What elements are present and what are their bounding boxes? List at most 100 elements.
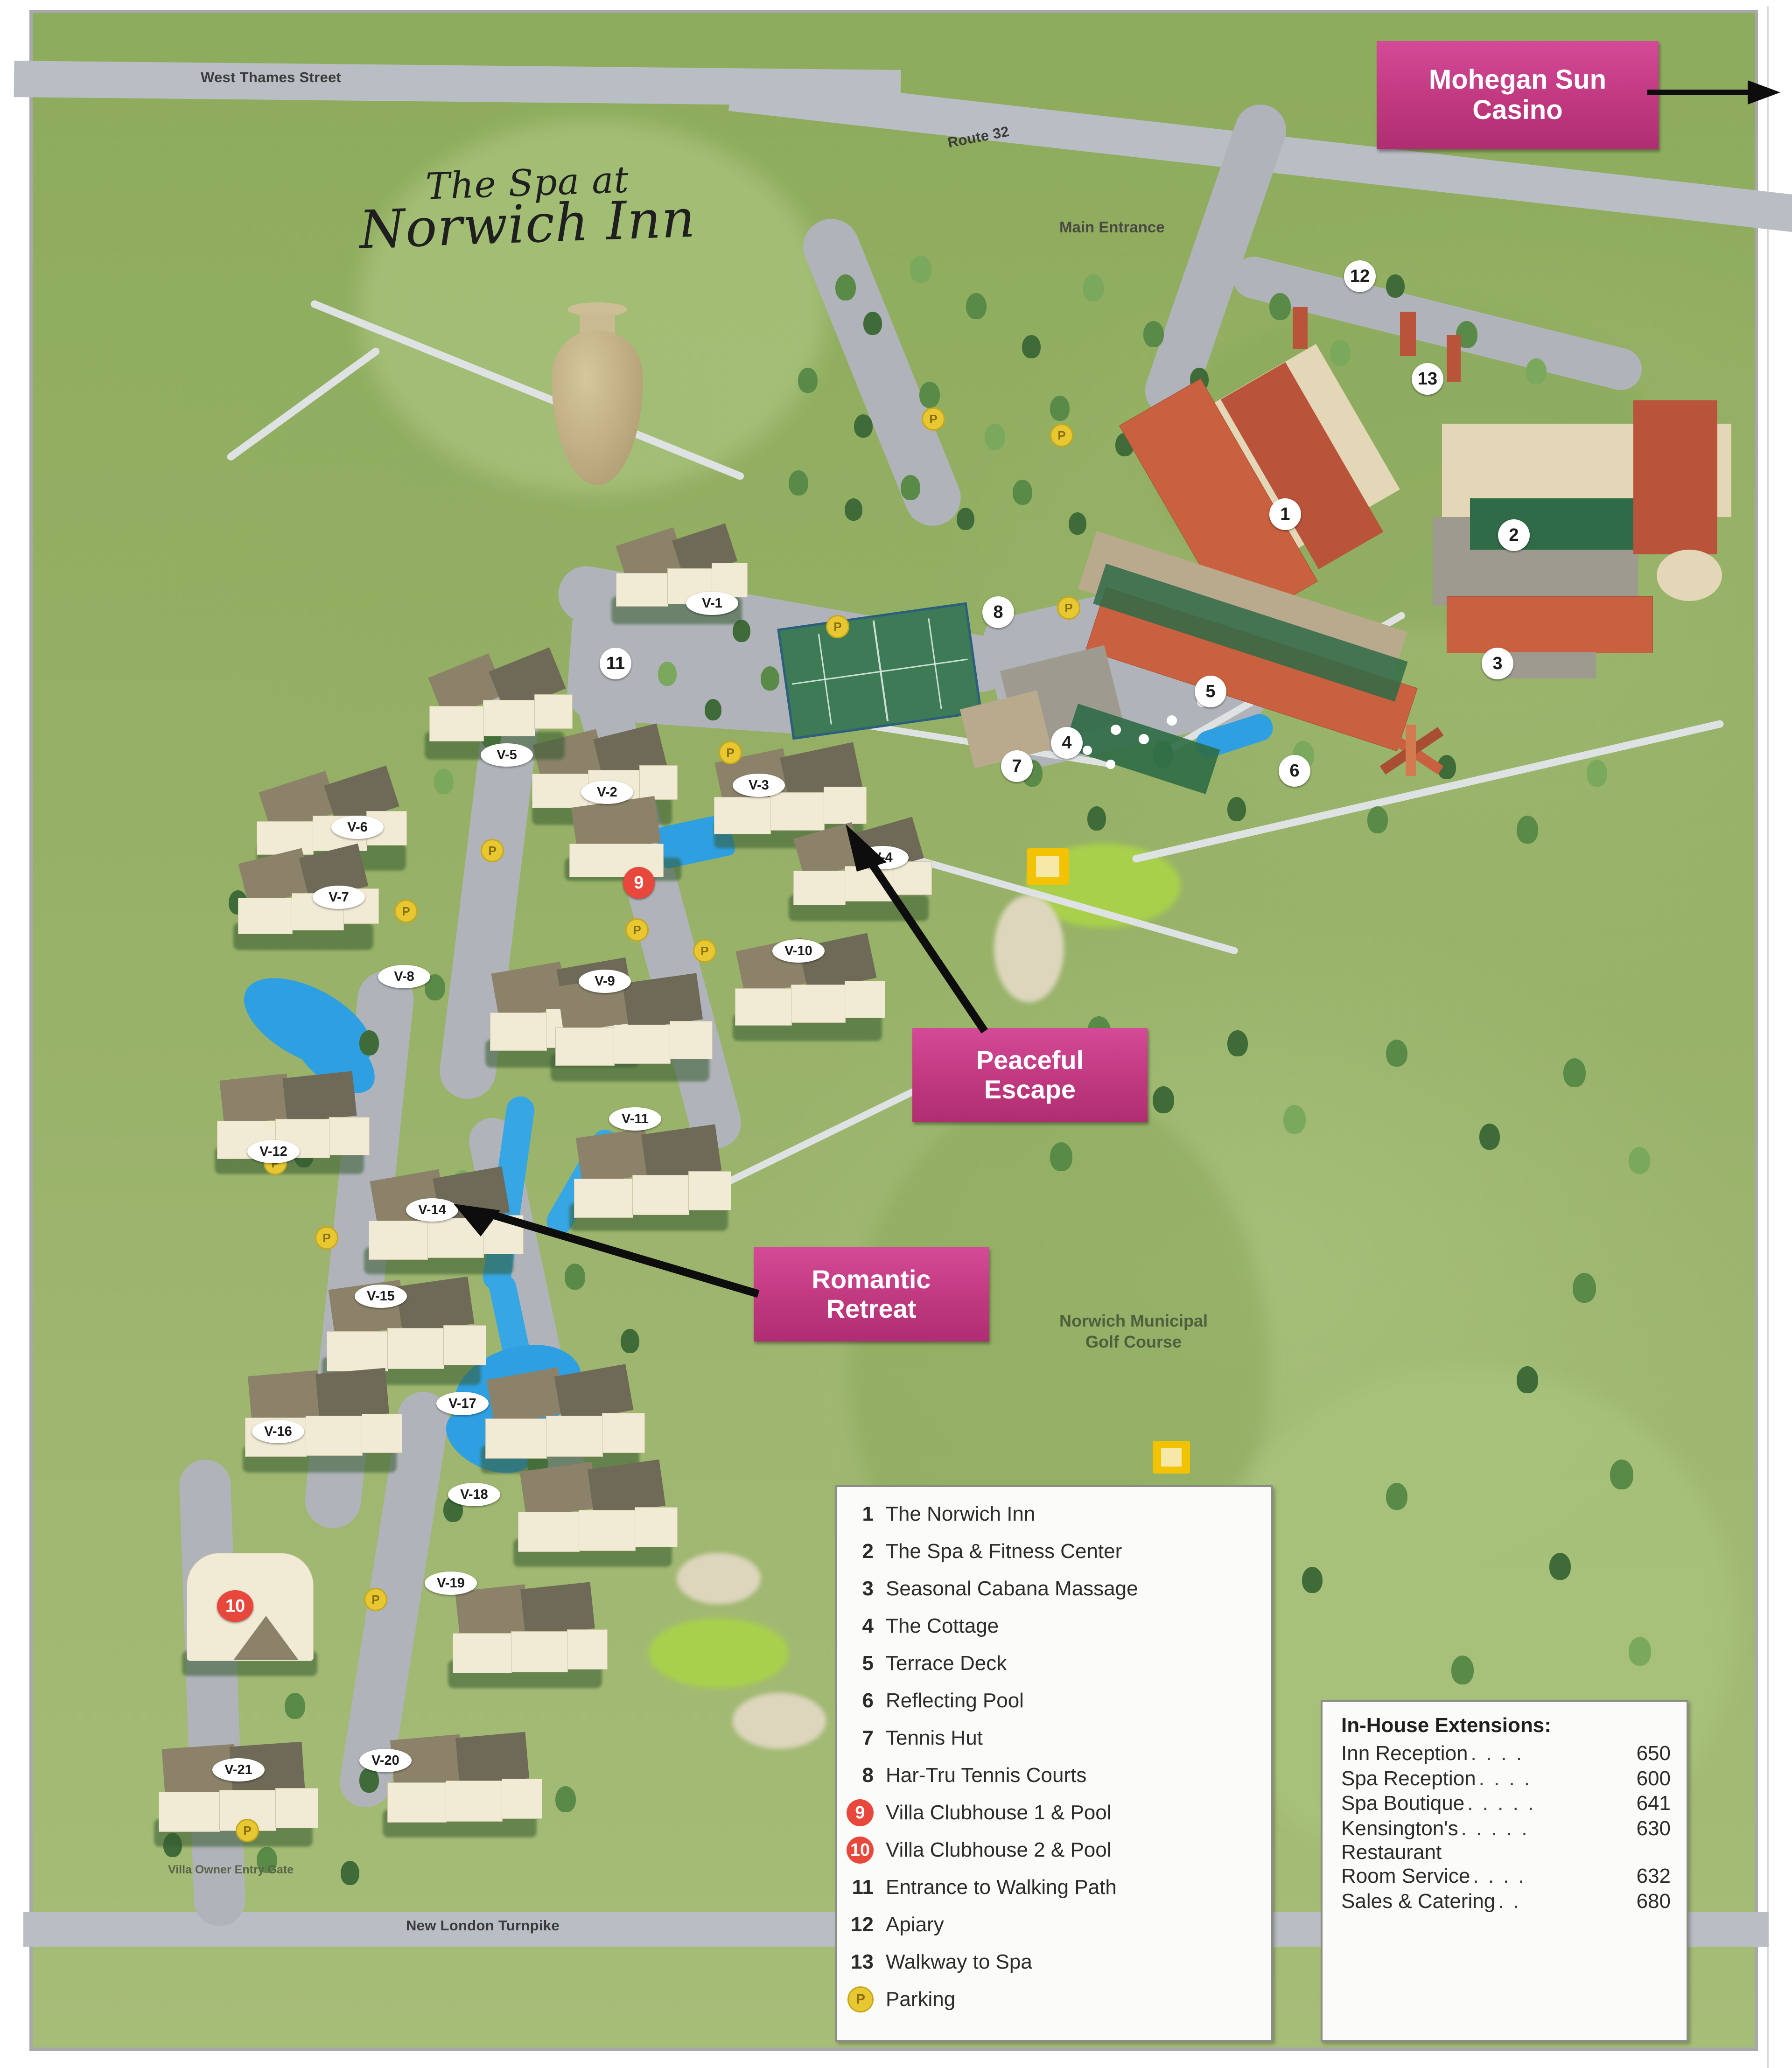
villa-label-v-21[interactable]: V-21 <box>212 1758 265 1782</box>
villa-label-v-12[interactable]: V-12 <box>247 1140 300 1163</box>
callout-peaceful-escape[interactable]: Peaceful Escape <box>912 1028 1148 1122</box>
parking-marker[interactable]: P <box>826 615 849 638</box>
villa-label-v-2[interactable]: V-2 <box>581 781 633 804</box>
extension-row: Spa Boutique. . . . .641 <box>1341 1791 1671 1816</box>
legend-label: Reflecting Pool <box>886 1689 1024 1712</box>
marker-6[interactable]: 6 <box>1279 755 1310 787</box>
parking-marker[interactable]: P <box>922 407 945 431</box>
marker-3[interactable]: 3 <box>1482 648 1513 679</box>
tree-icon <box>658 662 677 686</box>
marker-12[interactable]: 12 <box>1344 260 1376 292</box>
romantic-retreat-line-1: Romantic <box>812 1265 931 1294</box>
casino-line-1: Mohegan Sun <box>1428 64 1607 95</box>
sand-bunker <box>994 895 1064 1002</box>
casino-line-2: Casino <box>1472 95 1563 125</box>
label-new-london-turnpike: New London Turnpike <box>406 1917 560 1934</box>
tree-icon <box>901 475 920 500</box>
callout-mohegan-sun-casino[interactable]: Mohegan Sun Casino <box>1377 41 1659 149</box>
parking-marker[interactable]: P <box>315 1226 338 1250</box>
villa-label-v-8[interactable]: V-8 <box>378 965 430 988</box>
parking-marker[interactable]: P <box>1050 424 1073 447</box>
extension-number: 641 <box>1636 1792 1671 1815</box>
villa-label-v-15[interactable]: V-15 <box>355 1285 407 1308</box>
villa-label-v-14[interactable]: V-14 <box>406 1198 458 1222</box>
extension-row: Room Service. . . .632 <box>1341 1864 1671 1889</box>
parking-marker[interactable]: P <box>693 939 716 963</box>
extension-name: Kensington's <box>1341 1817 1458 1840</box>
extension-continuation: Restaurant <box>1341 1840 1442 1864</box>
parking-marker[interactable]: P <box>1057 596 1080 620</box>
villa-label-v-17[interactable]: V-17 <box>436 1392 489 1415</box>
villa-label-v-11[interactable]: V-11 <box>609 1107 661 1131</box>
parking-marker[interactable]: P <box>236 1819 259 1842</box>
parking-marker[interactable]: P <box>625 918 649 942</box>
villa-label-v-3[interactable]: V-3 <box>733 774 785 797</box>
extension-leader-dots: . . . . <box>1470 1742 1524 1765</box>
umbrella-icon <box>1139 734 1149 744</box>
tree-icon <box>1050 1142 1072 1171</box>
villa-label-v-6[interactable]: V-6 <box>331 816 384 839</box>
marker-5[interactable]: 5 <box>1195 676 1226 707</box>
legend-label: Seasonal Cabana Massage <box>886 1577 1138 1600</box>
tree-icon <box>789 470 808 496</box>
tree-icon <box>1479 1124 1500 1150</box>
callout-romantic-retreat[interactable]: Romantic Retreat <box>754 1247 989 1341</box>
marker-1[interactable]: 1 <box>1269 498 1301 530</box>
tree-icon <box>1302 1567 1323 1593</box>
parking-marker[interactable]: P <box>364 1588 387 1611</box>
extension-leader-dots: . . . . <box>1473 1865 1526 1888</box>
chimney <box>1400 312 1416 356</box>
marker-2[interactable]: 2 <box>1498 519 1530 551</box>
parking-icon: P <box>847 1986 874 2012</box>
villa-label-v-16[interactable]: V-16 <box>252 1420 304 1443</box>
tree-icon <box>966 293 987 319</box>
marker-7[interactable]: 7 <box>1001 750 1033 782</box>
parking-marker[interactable]: P <box>394 900 418 923</box>
villa-label-v-7[interactable]: V-7 <box>313 886 365 909</box>
marker-4[interactable]: 4 <box>1051 727 1083 759</box>
spa-logo: The Spa at Norwich Inn <box>350 159 705 260</box>
casino-arrow-icon <box>1647 80 1780 105</box>
villa-label-v-20[interactable]: V-20 <box>359 1749 412 1772</box>
parking-marker[interactable]: P <box>719 741 742 764</box>
tree-icon <box>845 498 862 521</box>
marker-9[interactable]: 9 <box>623 867 655 899</box>
tree-icon <box>555 1786 576 1812</box>
tree-icon <box>919 382 940 408</box>
villa-label-v-18[interactable]: V-18 <box>448 1483 500 1506</box>
parking-marker[interactable]: P <box>481 839 504 862</box>
marker-13[interactable]: 13 <box>1412 363 1443 395</box>
villa-label-v-1[interactable]: V-1 <box>686 592 738 615</box>
legend-label: Villa Clubhouse 2 & Pool <box>886 1838 1112 1861</box>
villa-label-v-19[interactable]: V-19 <box>425 1572 477 1595</box>
villa-label-v-9[interactable]: V-9 <box>579 970 631 993</box>
marker-8[interactable]: 8 <box>982 596 1014 628</box>
tree-icon <box>257 1847 277 1873</box>
tree-icon <box>359 1030 379 1055</box>
extension-row: Inn Reception. . . .650 <box>1341 1741 1671 1766</box>
villa-label-v-10[interactable]: V-10 <box>772 939 825 963</box>
umbrella-icon <box>1111 725 1121 735</box>
tree-icon <box>854 414 873 438</box>
villa-label-v-5[interactable]: V-5 <box>481 743 533 767</box>
marker-10[interactable]: 10 <box>217 1590 253 1622</box>
extension-name: Room Service <box>1341 1865 1470 1888</box>
legend-marker: P <box>837 1986 886 2012</box>
marker-11[interactable]: 11 <box>600 648 631 679</box>
